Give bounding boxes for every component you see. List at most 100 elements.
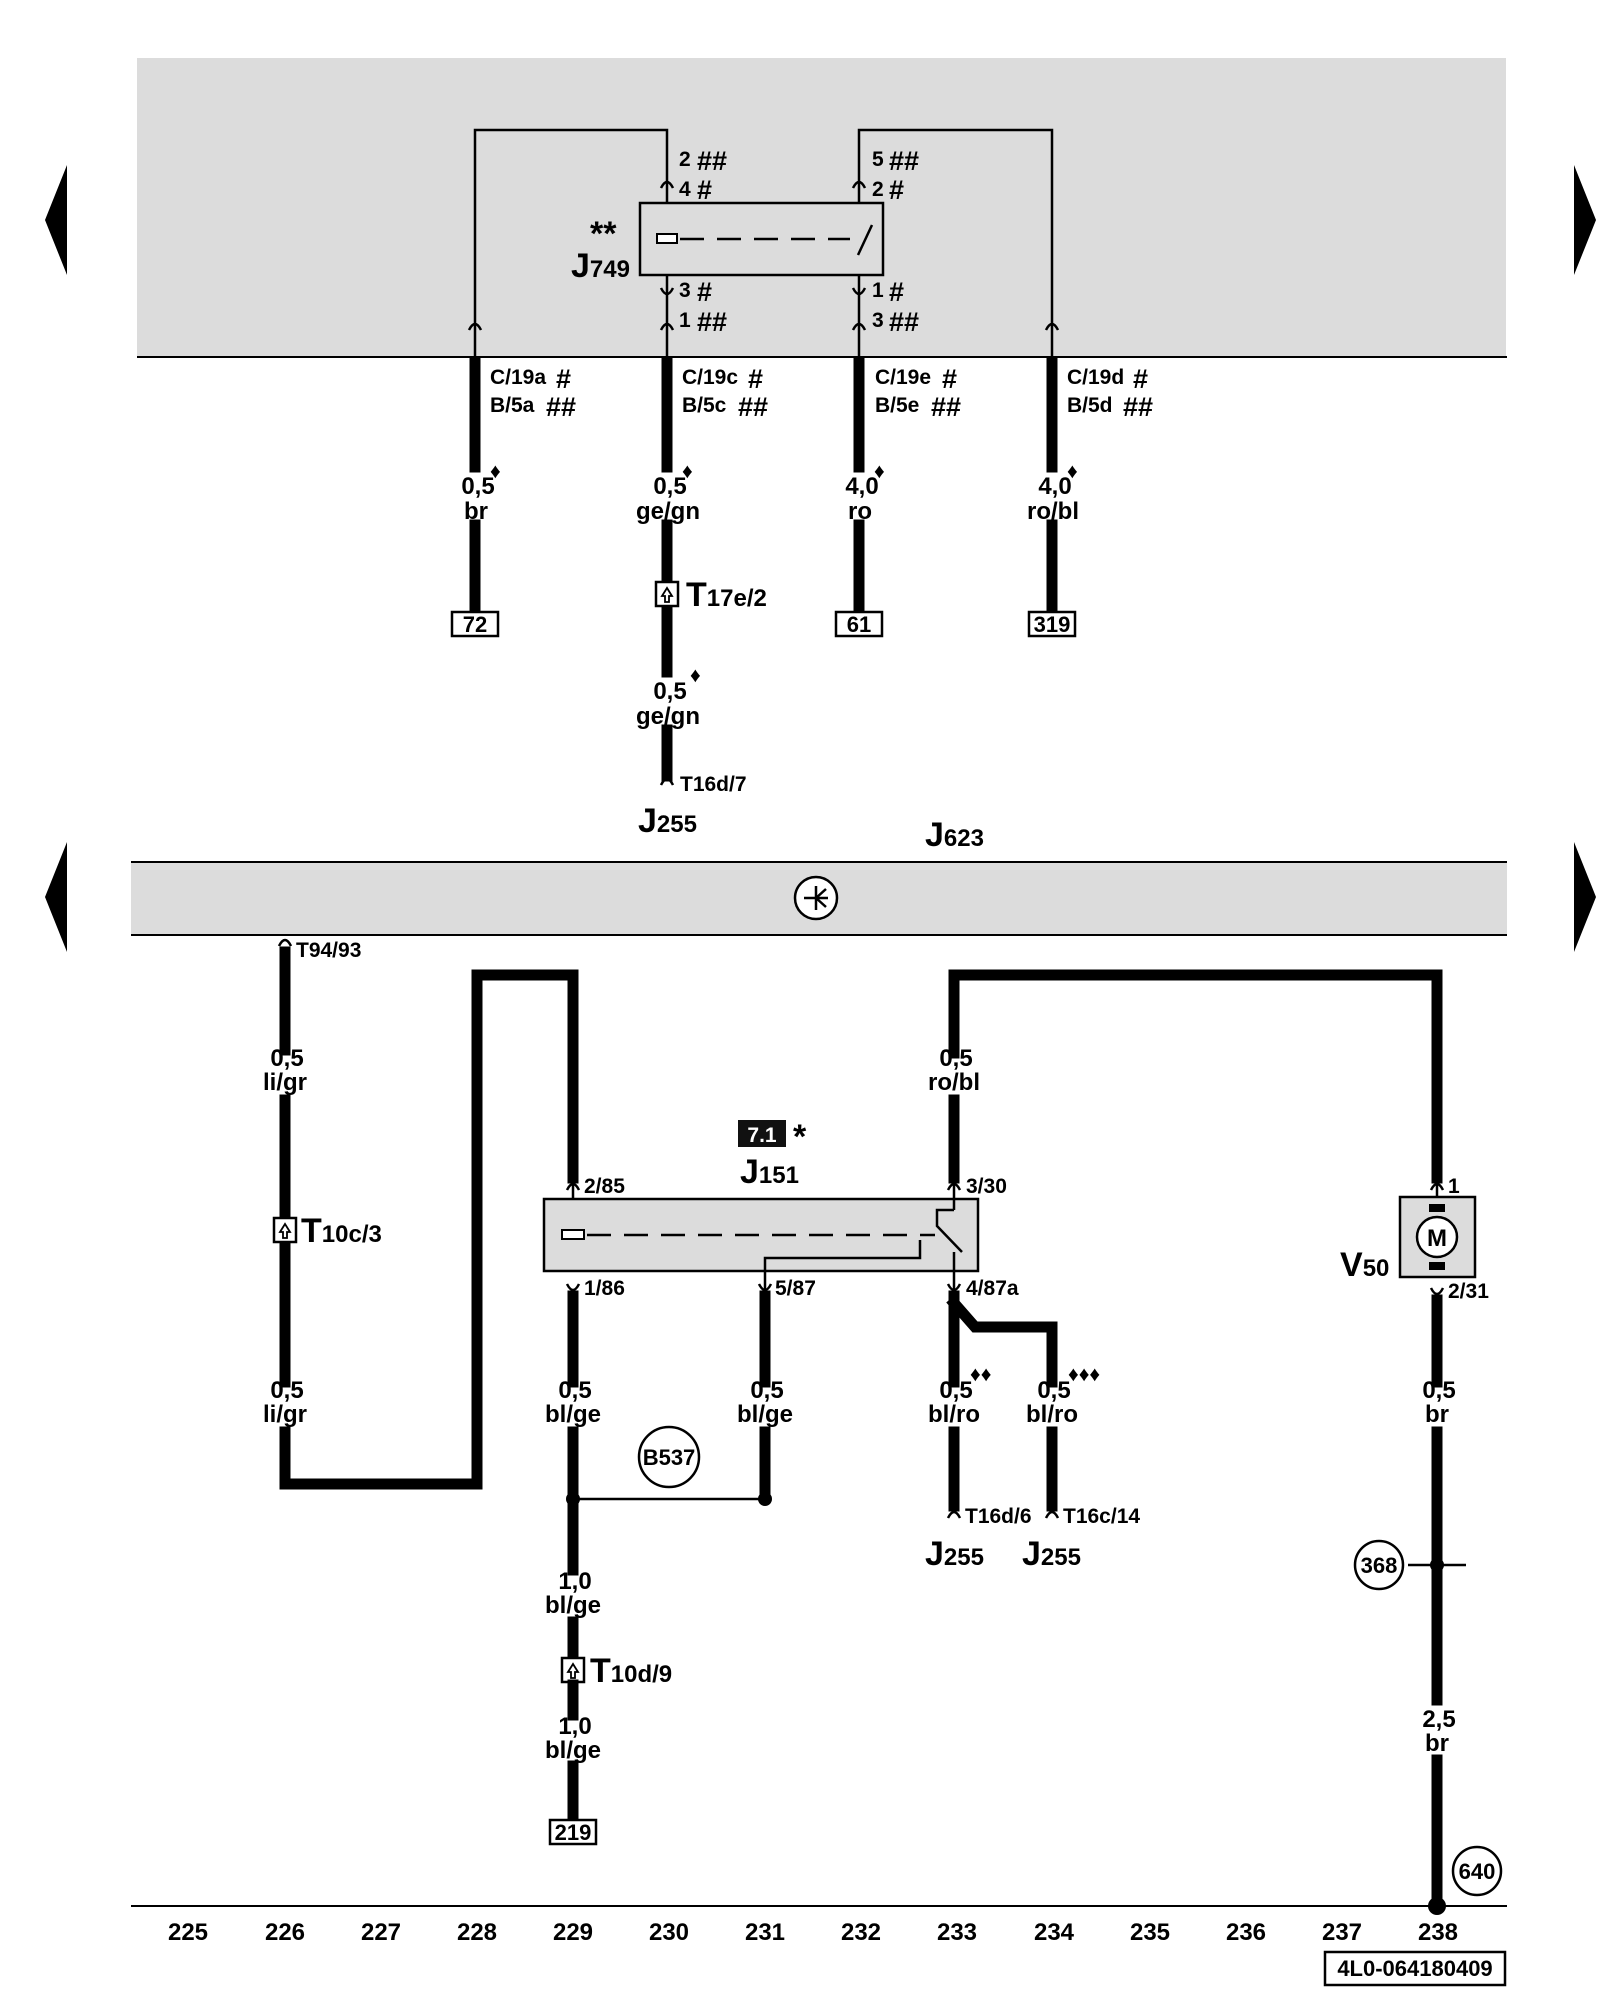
pin-label: 1: [679, 309, 691, 332]
relay-j151-internal: [763, 1240, 922, 1290]
wire-diamond: ♦: [682, 460, 693, 483]
wire-size-label: 1,0: [558, 1568, 591, 1595]
wire-color-label: li/gr: [263, 1401, 307, 1428]
connector-marker: ##: [1123, 392, 1153, 422]
relay-j151-badge: [738, 1120, 786, 1147]
ref-box-72-label: 72: [463, 612, 487, 637]
ground-640-circle[interactable]: [1451, 1845, 1503, 1897]
pin-arrow: [1429, 1287, 1445, 1296]
motor-icon: [1415, 1215, 1459, 1259]
next-page-arrow-bottom[interactable]: [1574, 842, 1596, 952]
column-number: 237: [1322, 1919, 1362, 1946]
pin-marker: #: [889, 277, 904, 307]
relay-j749-coil: [656, 233, 678, 244]
diagram-code-box: [1323, 1950, 1507, 1987]
wire-diamond: ♦: [1067, 460, 1078, 483]
connector-t10c-icon: [272, 1216, 298, 1244]
connector-t10c-label: T10c/3: [301, 1212, 382, 1250]
connector-t16d6-label: T16d/6: [965, 1505, 1032, 1528]
wire-color-label: ge/gn: [636, 703, 700, 730]
pin-label: 3: [679, 279, 691, 302]
pin-marker: #: [697, 175, 712, 205]
relay-j749-stars: **: [590, 215, 617, 253]
pin-label: 2: [872, 178, 884, 201]
connector-label: C/19e: [875, 366, 931, 389]
connector-marker: ##: [931, 392, 961, 422]
ref-box-72[interactable]: [450, 610, 500, 638]
relay-j151-name: J151: [740, 1153, 799, 1191]
connector-marker: ##: [738, 392, 768, 422]
connector-t17e-icon: [654, 580, 680, 608]
connector-tick: [946, 1510, 962, 1519]
relay-j749-switch: [856, 224, 874, 256]
splice-b537-circle[interactable]: [637, 1425, 701, 1489]
junction-dot: [566, 1492, 580, 1506]
wire-size-label: 2,5: [1422, 1706, 1455, 1733]
wire-size-label: 0,5: [939, 1377, 972, 1404]
connector-label: C/19a: [490, 366, 546, 389]
column-number: 234: [1034, 1919, 1075, 1946]
wire-size-label: 0,5: [750, 1377, 783, 1404]
splice-b537-label: B537: [643, 1445, 696, 1470]
wire-size-label: 1,0: [558, 1713, 591, 1740]
column-number: 235: [1130, 1919, 1170, 1946]
ref-box-61[interactable]: [834, 610, 884, 638]
connector-marker: ##: [546, 392, 576, 422]
wire-color-label: bl/ge: [545, 1592, 601, 1619]
ground-368-circle[interactable]: [1353, 1539, 1405, 1591]
wire-color-label: br: [1425, 1730, 1449, 1757]
wire-col234-branch: [946, 1295, 1058, 1388]
wire-size-label: 4,0: [1038, 473, 1071, 500]
column-number: 226: [265, 1919, 305, 1946]
connector-label: C/19c: [682, 366, 738, 389]
wire-color-label: ro/bl: [1027, 498, 1079, 525]
ref-box-319-label: 319: [1034, 612, 1071, 637]
motor-v50-symbol: M: [1427, 1225, 1447, 1252]
prev-page-arrow-bottom[interactable]: [45, 842, 67, 952]
pin-marker: ##: [889, 146, 919, 176]
ref-box-319[interactable]: [1027, 610, 1077, 638]
wire-size-label: 0,5: [939, 1045, 972, 1072]
connector-t10c-arrow: [278, 1222, 292, 1239]
connector-label: B/5a: [490, 394, 535, 417]
next-page-arrow-top[interactable]: [1574, 165, 1596, 275]
connector-tick: [659, 777, 675, 786]
wire-color-label: bl/ge: [545, 1737, 601, 1764]
relay-j749-name: J749: [571, 247, 630, 285]
column-number: 229: [553, 1919, 593, 1946]
connector-marker: #: [556, 364, 571, 394]
connector-t10d-label: T10d/9: [590, 1652, 672, 1690]
wire-diamond: ♦♦: [970, 1363, 992, 1386]
wire-color-label: br: [464, 498, 488, 525]
wire-size-label: 0,5: [1037, 1377, 1070, 1404]
relay-j151-star: *: [793, 1118, 807, 1156]
pin-label: 1: [1448, 1175, 1460, 1198]
connector-marker: #: [942, 364, 957, 394]
wire-size-label: 0,5: [653, 473, 686, 500]
pin-label: 5/87: [775, 1277, 816, 1300]
prev-page-arrow-top[interactable]: [45, 165, 67, 275]
pin-label: 4/87a: [966, 1277, 1019, 1300]
column-number: 231: [745, 1919, 785, 1946]
connector-t17e-arrow: [660, 586, 674, 603]
wire-size-label: 0,5: [558, 1377, 591, 1404]
wire-col226-loop: [279, 969, 579, 1490]
motor-v50-brush-top: [1429, 1204, 1445, 1212]
wire-diamond: ♦♦♦: [1068, 1363, 1100, 1386]
diagram-code: 4L0-064180409: [1337, 1956, 1492, 1981]
pin-label: 2: [679, 148, 691, 171]
connector-ticks-upper: [467, 322, 1060, 331]
wire-size-label: 0,5: [1422, 1377, 1455, 1404]
pin-label: 3/30: [966, 1175, 1007, 1198]
ref-box-219[interactable]: [548, 1818, 598, 1846]
relay-j151-badge-label: 7.1: [747, 1124, 777, 1147]
motor-v50-brush-bottom: [1429, 1262, 1445, 1270]
wire-color-label: bl/ge: [545, 1401, 601, 1428]
column-number: 230: [649, 1919, 689, 1946]
connector-t17e-label: T17e/2: [686, 576, 767, 614]
motor-v50-name: V50: [1340, 1246, 1389, 1284]
relay-j151-switch: [935, 1199, 963, 1290]
wire-color-label: bl/ro: [928, 1401, 980, 1428]
pin-marker: #: [697, 277, 712, 307]
